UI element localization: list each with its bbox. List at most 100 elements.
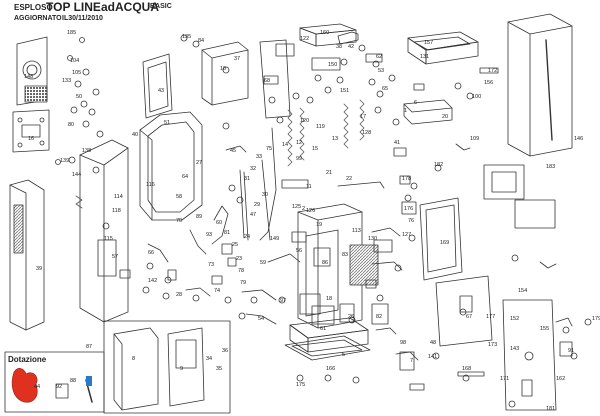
header-model-variant: adACQUA: [101, 0, 160, 14]
right-plate: [514, 199, 556, 229]
header-word-esploso: ESPLOSO: [14, 3, 53, 12]
part-label-179: 179: [592, 316, 600, 322]
part-label-100: 100: [472, 94, 481, 100]
part-label-38: 38: [336, 44, 342, 50]
hopper-box: [201, 41, 249, 106]
part-label-182: 182: [434, 162, 443, 168]
part-label-104: 104: [70, 58, 79, 64]
rear-bracket-plate: [12, 109, 50, 153]
inner-door: [167, 327, 205, 407]
part-label-5: 5: [342, 352, 345, 358]
part-label-157: 157: [424, 40, 433, 46]
part-label-97: 97: [280, 298, 286, 304]
part-label-87: 87: [86, 344, 92, 350]
part-label-18: 18: [326, 296, 332, 302]
part-label-172: 172: [488, 68, 497, 74]
glove-icon: [11, 368, 38, 403]
part-label-86: 86: [322, 260, 328, 266]
part-label-126: 126: [306, 208, 315, 214]
part-label-135: 135: [182, 34, 191, 40]
part-label-70: 70: [176, 218, 182, 224]
part-label-142: 142: [148, 278, 157, 284]
part-label-64: 64: [182, 174, 188, 180]
part-label-88: 88: [70, 378, 76, 384]
blue-tool-handle: [86, 376, 92, 386]
part-label-114: 114: [114, 194, 123, 200]
combustion-grate: [349, 244, 379, 286]
part-label-11: 11: [306, 184, 312, 190]
glass-door-panel: [419, 197, 463, 281]
front-plate: [435, 275, 493, 347]
dotazione-label: Dotazione: [8, 355, 47, 364]
part-label-148: 148: [24, 74, 33, 80]
part-label-160: 160: [320, 30, 329, 36]
part-label-34: 34: [206, 356, 212, 362]
part-label-131: 131: [420, 54, 429, 60]
part-label-122: 122: [300, 36, 309, 42]
part-label-76: 76: [408, 218, 414, 224]
part-label-138: 138: [82, 148, 91, 154]
part-label-60: 60: [216, 220, 222, 226]
part-label-45: 45: [230, 148, 236, 154]
part-label-28: 28: [176, 292, 182, 298]
part-label-27: 27: [196, 160, 202, 166]
part-label-177: 177: [486, 314, 495, 320]
part-label-89: 89: [196, 214, 202, 220]
part-label-39: 39: [36, 266, 42, 272]
part-label-24: 24: [244, 234, 250, 240]
part-label-26: 26: [348, 314, 354, 320]
part-label-66: 66: [148, 250, 154, 256]
part-label-156: 156: [484, 80, 493, 86]
part-label-21: 21: [326, 170, 332, 176]
right-front-panel-lower: [502, 299, 557, 411]
part-label-54: 54: [258, 316, 264, 322]
part-label-93: 93: [206, 232, 212, 238]
part-label-91: 91: [568, 348, 574, 354]
part-label-51: 51: [164, 120, 170, 126]
top-right-tray: [407, 31, 479, 65]
part-label-105: 105: [72, 70, 81, 76]
part-label-181: 181: [546, 406, 555, 412]
part-label-13: 13: [332, 136, 338, 142]
part-label-57: 57: [112, 254, 118, 260]
coil-springs: [75, 99, 365, 209]
part-label-83: 83: [342, 252, 348, 258]
part-label-119: 119: [316, 124, 325, 130]
part-label-155: 155: [540, 326, 549, 332]
firebox-frame: [139, 111, 203, 221]
part-label-120: 120: [300, 118, 309, 124]
part-label-175: 175: [296, 382, 305, 388]
part-label-130: 130: [368, 236, 377, 242]
part-label-79: 79: [240, 280, 246, 286]
part-label-115: 115: [104, 236, 113, 242]
part-label-40: 40: [132, 132, 138, 138]
part-label-73: 73: [208, 262, 214, 268]
part-label-19: 19: [316, 222, 322, 228]
part-label-14: 14: [282, 142, 288, 148]
part-number-labels: 1851041051335080138135843710431481668122…: [24, 30, 600, 412]
part-label-33: 33: [256, 154, 262, 160]
manual-booklet: [55, 383, 69, 399]
part-label-67: 67: [466, 314, 472, 320]
part-label-10: 10: [220, 66, 226, 72]
part-label-151: 151: [340, 88, 349, 94]
part-label-20: 20: [442, 114, 448, 120]
part-label-168: 168: [462, 366, 471, 372]
header-updated-label: AGGIORNATO: [14, 15, 62, 22]
part-label-176: 176: [404, 206, 413, 212]
part-label-68: 68: [264, 78, 270, 84]
part-label-36: 36: [222, 348, 228, 354]
shelf-bracket: [403, 99, 453, 125]
part-label-82: 82: [376, 314, 382, 320]
part-label-125: 125: [292, 204, 301, 210]
part-label-133: 133: [62, 78, 71, 84]
part-label-65: 65: [382, 86, 388, 92]
part-label-8: 8: [132, 356, 135, 362]
small-bracket: [337, 31, 359, 45]
left-front-panel: [9, 179, 45, 331]
part-label-62: 62: [376, 54, 382, 60]
part-label-150: 150: [328, 62, 337, 68]
part-label-183: 183: [546, 164, 555, 170]
header-updated-date: IL30/11/2010: [62, 15, 103, 22]
